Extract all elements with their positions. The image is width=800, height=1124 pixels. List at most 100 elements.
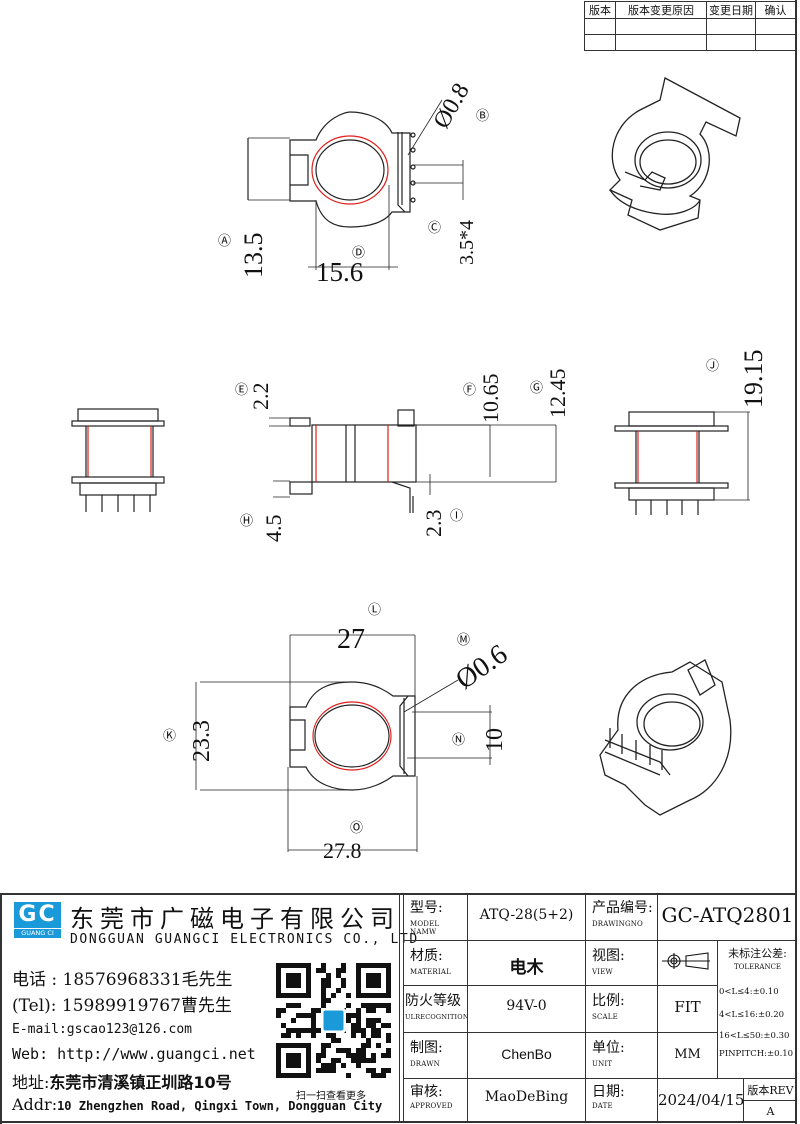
- dim-A-value: 13.5: [239, 233, 268, 279]
- tolerance-line-4: PINPITCH:±0.10: [719, 1049, 794, 1059]
- drawingno-value: GC-ATQ2801: [661, 903, 794, 927]
- ul-value-cell: 94V-0: [467, 985, 585, 1032]
- bottom-view-winding: [312, 701, 392, 771]
- revision-header-row: 版本 版本变更原因 变更日期 确认: [584, 1, 796, 19]
- revision-row: [584, 34, 796, 51]
- dim-C-callout: Ⓒ: [428, 220, 441, 235]
- view-label: 视图:: [592, 948, 625, 964]
- side-view: [269, 409, 557, 513]
- unit-label-cell: 单位: UNIT: [585, 1032, 657, 1078]
- approved-value-cell: MaoDeBing: [467, 1078, 585, 1122]
- qr-caption: 扫一扫查看更多: [296, 1091, 366, 1102]
- company-name-cn: 东莞市广磁电子有限公司: [70, 905, 400, 933]
- scale-label-en: SCALE: [592, 1013, 618, 1021]
- view-label-cell: 视图: VIEW: [585, 940, 657, 985]
- address-cn-row: 地址:东莞市清溪镇正圳路10号: [12, 1069, 232, 1093]
- bottom-view-outline: [289, 681, 416, 791]
- first-angle-projection-icon: [662, 952, 710, 970]
- company-logo: GC GUANG CI: [14, 902, 61, 938]
- drawn-label-en: DRAWN: [410, 1060, 440, 1068]
- rev-value: A: [766, 1105, 775, 1118]
- tolerance-line-3: 16<L≤50:±0.30: [719, 1031, 790, 1041]
- drawingno-label-en: DRAWINGNO: [592, 920, 643, 928]
- model-value: ATQ-28(5+2): [479, 907, 574, 923]
- top-view: [247, 99, 464, 270]
- bottom-view: [195, 634, 492, 852]
- dim-O-callout: Ⓞ: [350, 820, 363, 835]
- title-block: 型号: MODEL NAMW ATQ-28(5+2) 产品编号: DRAWING…: [399, 893, 797, 1122]
- address-en-row: Addr:10 Zhengzhen Road, Qingxi Town, Don…: [12, 1095, 382, 1114]
- qr-logo-icon: [323, 1010, 344, 1031]
- unit-label: 单位:: [592, 1040, 625, 1056]
- dim-K-callout: Ⓚ: [163, 728, 176, 743]
- qr-code: [276, 963, 391, 1078]
- end-view: [614, 411, 750, 515]
- scale-value-cell: FIT: [657, 985, 717, 1032]
- dim-G-callout: Ⓖ: [530, 380, 543, 395]
- top-view-pins: [410, 132, 416, 203]
- frame-bottom-border: [0, 1121, 797, 1123]
- revision-row: [584, 18, 796, 35]
- material-label: 材质:: [410, 948, 443, 964]
- dim-A-callout: Ⓐ: [218, 233, 231, 248]
- date-value-cell: 2024/04/15: [657, 1078, 745, 1122]
- model-label-en: MODEL NAMW: [410, 920, 440, 936]
- date-value: 2024/04/15: [658, 1091, 745, 1109]
- isometric-view-top: [608, 77, 741, 231]
- phone-1: 电话 : 18576968331毛先生: [12, 970, 233, 990]
- scale-value: FIT: [674, 998, 701, 1016]
- material-value: 电木: [509, 958, 544, 978]
- view-symbol-cell: [657, 940, 717, 985]
- tolerance-label-en: TOLERANCE: [733, 963, 782, 971]
- dim-E-callout: Ⓔ: [235, 382, 248, 397]
- material-label-en: MATERIAL: [410, 968, 451, 976]
- unit-value-cell: MM: [657, 1032, 717, 1078]
- tolerance-cell-lower: [717, 1032, 797, 1078]
- logo-subtext: GUANG CI: [14, 929, 61, 938]
- ul-label-en: ULRECOGNITION: [405, 1013, 469, 1021]
- dim-M-callout: Ⓜ: [457, 632, 470, 647]
- address-en: 10 Zhengzhen Road, Qingxi Town, Dongguan…: [57, 1099, 383, 1113]
- end-view-pins: [635, 500, 699, 515]
- model-value-cell: ATQ-28(5+2): [467, 893, 585, 940]
- frame-right-border: [795, 0, 797, 1124]
- dim-O-value: 27.8: [323, 838, 362, 863]
- model-label-cell: 型号: MODEL NAMW: [403, 893, 467, 940]
- dim-B-value: Ø0.8: [429, 79, 475, 133]
- tolerance-label: 未标注公差:: [728, 947, 787, 960]
- technical-drawing: 13.5 Ⓐ Ø0.8 Ⓑ 3.5*4 Ⓒ 15.6 Ⓓ: [71, 77, 768, 863]
- dim-L-callout: Ⓛ: [368, 602, 381, 617]
- dim-N-callout: Ⓝ: [452, 732, 465, 747]
- dim-J-callout: Ⓙ: [706, 358, 719, 373]
- approved-value: MaoDeBing: [484, 1089, 569, 1105]
- material-label-cell: 材质: MATERIAL: [403, 940, 467, 985]
- dim-K-value: 23.3: [189, 720, 215, 762]
- dim-I-value: 2.3: [421, 510, 446, 538]
- rev-label: 版本REV: [747, 1084, 794, 1097]
- address-cn-label: 地址:: [12, 1073, 50, 1092]
- drawingno-label: 产品编号:: [592, 900, 653, 916]
- bottom-view-slot: [290, 719, 306, 751]
- material-value-cell: 电木: [467, 940, 585, 985]
- dim-N-value: 10: [482, 728, 508, 752]
- company-name-en: DONGGUAN GUANGCI ELECTRONICS CO., LTD: [70, 932, 419, 947]
- bottom-view-pin-rail: [399, 695, 409, 777]
- rev-label-cell: 版本REV: [743, 1078, 797, 1100]
- dim-H-value: 4.5: [261, 515, 286, 543]
- address-en-label: Addr:: [12, 1095, 58, 1114]
- unit-label-en: UNIT: [592, 1060, 613, 1068]
- ul-label-cell: 防火等级 ULRECOGNITION: [403, 985, 469, 1032]
- approved-label: 审核:: [410, 1084, 443, 1100]
- date-label: 日期:: [592, 1084, 625, 1100]
- approved-label-en: APPROVED: [410, 1102, 453, 1110]
- top-view-winding: [311, 135, 389, 205]
- scale-label-cell: 比例: SCALE: [585, 985, 657, 1032]
- title-block-top-border: [0, 893, 797, 895]
- dim-H-callout: Ⓗ: [240, 513, 253, 528]
- ul-label: 防火等级: [405, 993, 461, 1009]
- drawn-value: ChenBo: [501, 1046, 552, 1062]
- view-label-en: VIEW: [592, 968, 613, 976]
- dim-D-value: 15.6: [316, 257, 363, 287]
- drawn-label: 制图:: [410, 1040, 443, 1056]
- isometric-view-bottom: [599, 659, 732, 816]
